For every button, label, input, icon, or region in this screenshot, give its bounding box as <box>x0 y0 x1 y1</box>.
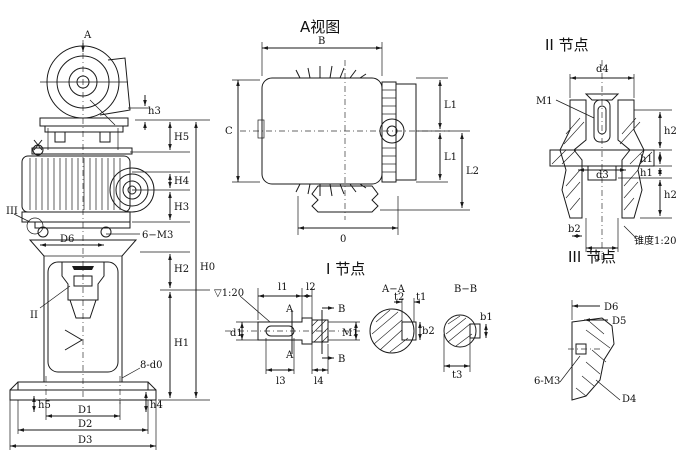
label-H4: H4 <box>174 176 189 187</box>
label-l2: l2 <box>306 282 316 293</box>
label-t3: t3 <box>452 370 462 381</box>
label-h4: h4 <box>150 400 163 411</box>
label-B-B: B−B <box>454 284 477 295</box>
label-0: 0 <box>340 234 346 245</box>
label-D6-iii: D6 <box>604 302 618 313</box>
label-C: C <box>225 126 233 137</box>
node-iii-detail <box>559 300 621 401</box>
node-iii-title: III 节点 <box>568 248 616 266</box>
label-b2-i: b2 <box>422 326 435 337</box>
label-b2: b2 <box>568 224 581 235</box>
label-d4: d4 <box>596 64 609 75</box>
label-t1: t1 <box>416 292 426 303</box>
label-H5: H5 <box>174 132 189 143</box>
label-l3: l3 <box>276 376 286 387</box>
node-i-detail <box>225 288 360 374</box>
node-i-title: I 节点 <box>326 260 365 278</box>
label-B-sec2: B <box>338 354 345 365</box>
a-view <box>232 42 470 235</box>
label-D2: D2 <box>78 419 92 430</box>
label-L1-bottom: L1 <box>444 152 457 163</box>
label-B: B <box>318 36 325 47</box>
node-ii-detail <box>549 60 672 260</box>
label-h3: h3 <box>148 106 161 117</box>
label-A-sec2: A <box>285 350 294 361</box>
a-view-title: A视图 <box>300 18 340 36</box>
label-taper: 锥度1:20 <box>634 234 676 247</box>
label-D3: D3 <box>78 435 92 446</box>
label-6-M3-iii: 6-M3 <box>534 376 560 387</box>
label-b1: b1 <box>480 312 493 323</box>
label-B-sec1: B <box>338 304 345 315</box>
label-h2-ii-top: h2 <box>664 126 677 137</box>
label-D6-main: D6 <box>60 234 74 245</box>
label-A-A: A−A <box>381 284 406 295</box>
label-l1: l1 <box>278 282 288 293</box>
label-d3: d3 <box>596 170 609 181</box>
label-D5: D5 <box>612 316 626 327</box>
label-d1-i: d1 <box>230 328 243 339</box>
label-L2: L2 <box>466 166 479 177</box>
label-L1-top: L1 <box>444 100 457 111</box>
section-b-b <box>443 314 488 372</box>
label-8-d0: 8-d0 <box>140 360 163 371</box>
label-H2: H2 <box>174 264 189 275</box>
label-h2-ii-bottom: h2 <box>664 190 677 201</box>
label-D4: D4 <box>622 394 636 405</box>
label-d1-ii: d1 <box>594 252 607 263</box>
node-ii-title: II 节点 <box>545 36 589 54</box>
label-D1: D1 <box>78 405 92 416</box>
label-H1: H1 <box>174 338 189 349</box>
main-front-view <box>9 40 210 450</box>
label-A-sec1: A <box>285 304 294 315</box>
label-6-M3-main: 6−M3 <box>142 230 173 241</box>
labels: A视图 I 节点 II 节点 III 节点 A h3 H5 H4 H3 H2 H… <box>6 18 677 446</box>
label-t2: t2 <box>394 292 404 303</box>
label-slope: ▽1:20 <box>214 288 244 299</box>
label-A-top: A <box>83 30 92 41</box>
label-M1-ii: M1 <box>536 96 553 107</box>
label-h1-ii-top: h1 <box>640 154 653 165</box>
label-M1-i: M1 <box>342 328 359 339</box>
label-l4: l4 <box>314 376 324 387</box>
label-h5: h5 <box>38 400 51 411</box>
label-H3: H3 <box>174 202 189 213</box>
label-II-mark: II <box>30 310 38 321</box>
label-H0: H0 <box>200 262 215 273</box>
section-a-a <box>369 298 422 354</box>
label-III-mark: III <box>6 206 18 217</box>
label-h1-ii-bottom: h1 <box>640 168 653 179</box>
